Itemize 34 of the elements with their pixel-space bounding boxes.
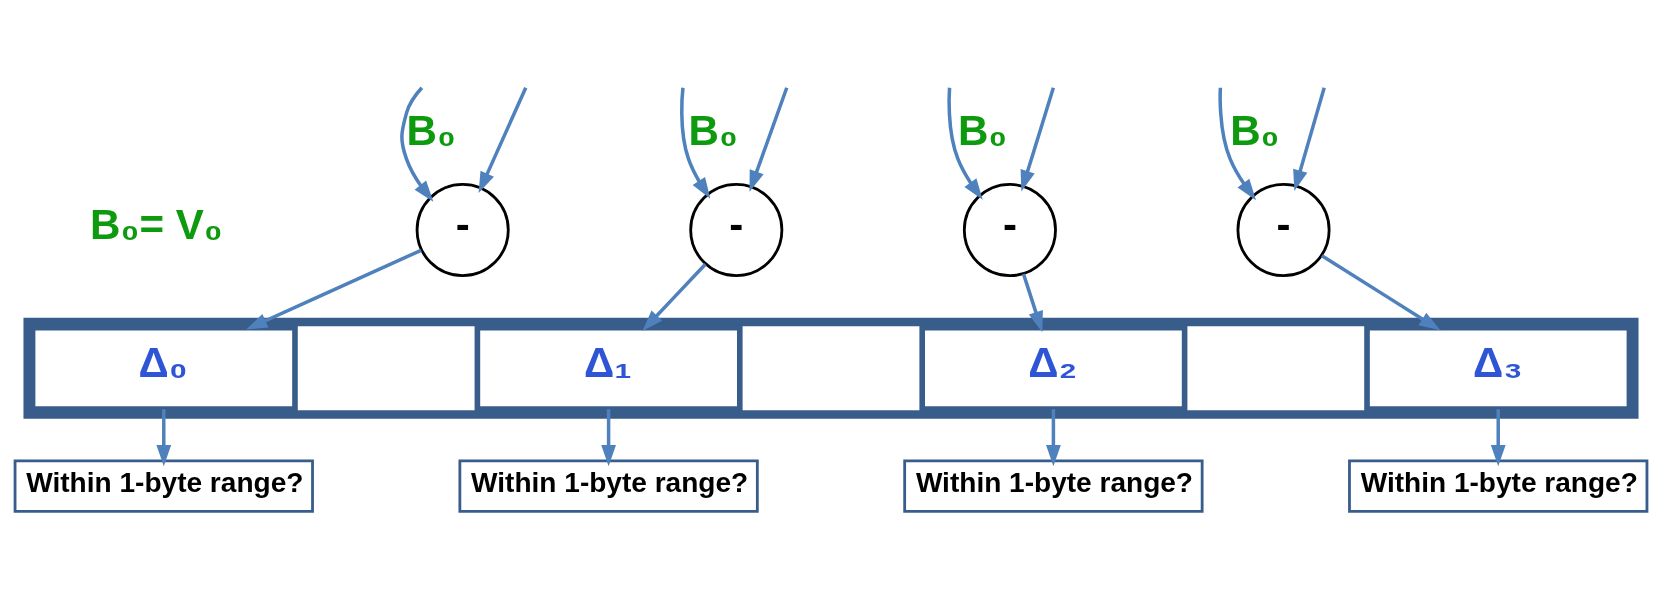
node-box: Within 1-byte range? [13,459,314,513]
arrow [1218,87,1256,201]
edge-label: B₀ [688,107,738,155]
node-box: Within 1-byte range? [458,459,759,513]
node-box: Δ₁ [474,324,743,412]
arrow [1020,87,1056,192]
edge-label: B₀ [406,107,456,155]
node-circle: - [415,183,510,278]
node-box: Δ₂ [919,324,1188,412]
arrow [680,87,711,199]
arrow [400,86,434,202]
arrow [1293,87,1326,192]
arrow [156,409,172,467]
arrow [947,87,983,200]
arrow [246,248,422,330]
label: B₀= V₀ [90,201,223,249]
node-circle: - [689,183,784,278]
node-box: Δ₃ [1364,324,1633,412]
edge-label: B₀ [957,107,1008,155]
node-circle: - [1236,183,1331,278]
arrow [601,409,616,467]
arrow [1320,254,1441,331]
node-box: Δ₀ [29,324,298,412]
arrow [1046,409,1061,467]
arrow [642,263,707,331]
arrow [749,87,789,192]
arrow [1490,409,1506,467]
cluster [23,317,1639,419]
node-box: Within 1-byte range? [903,459,1204,513]
node-circle: - [962,183,1057,278]
arrow [1021,273,1043,333]
edge-label: B₀ [1230,107,1280,155]
node-box: Within 1-byte range? [1348,459,1649,513]
arrow [478,87,528,194]
